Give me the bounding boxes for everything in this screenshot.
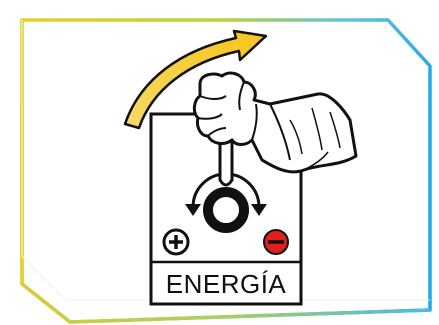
energy-label: ENERGÍA xyxy=(151,264,301,304)
plus-icon xyxy=(164,230,188,254)
minus-icon xyxy=(264,230,288,254)
